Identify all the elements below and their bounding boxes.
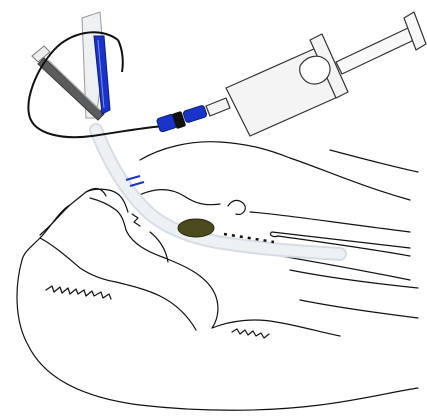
beard-line [46,286,111,299]
lower-lip [90,198,126,230]
neck-line [300,300,418,318]
pharynx-upper [140,142,410,200]
connector-blue-right [183,105,208,123]
back-of-head [330,150,418,172]
balloon-line-top [118,40,123,72]
syringe [206,12,426,136]
nose-outline [22,205,70,260]
tube-cuff [178,219,214,237]
head-profile [17,142,418,411]
syringe-tip [206,98,230,116]
upper-lip [86,189,128,212]
cheek-line [116,282,196,330]
stubble-line [232,329,269,338]
ear-curve [212,320,340,336]
neck-line-2 [290,270,418,288]
face-outline [17,260,418,410]
syringe-plunger [336,28,414,74]
chin-outline [40,189,106,235]
trachea-upper-wall [250,212,410,232]
brow-line [40,238,116,282]
plunger-inner [300,56,330,84]
epiglottis [228,200,245,214]
lower-teeth [132,214,140,226]
pilot-balloon-connector [156,105,207,133]
